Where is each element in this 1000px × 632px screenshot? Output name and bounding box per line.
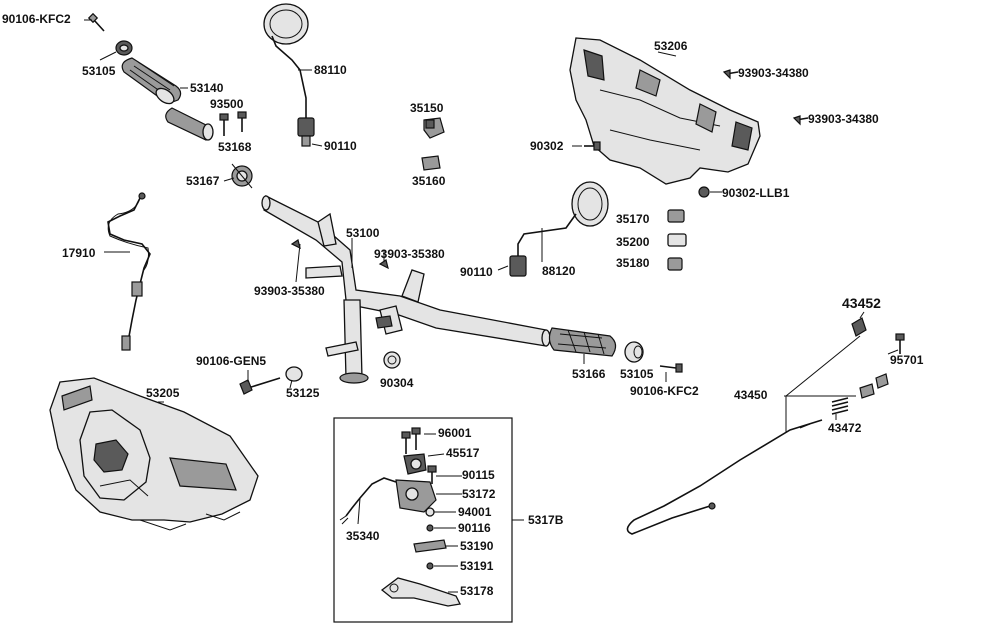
cable-43450 [626,335,861,535]
label-53178: 53178 [460,584,494,598]
part-35180 [667,257,683,271]
brake-lever-53178 [380,577,461,607]
screw-95701 [895,333,905,354]
label-88120: 88120 [542,264,576,278]
label-35170: 35170 [616,212,650,226]
switch-35150 [423,117,445,139]
label-35160: 35160 [412,174,446,188]
nut-90304 [383,351,401,369]
switch-35160 [421,155,441,171]
grip-53166 [548,327,617,357]
throttle-housing-53167 [231,163,253,189]
part-90116 [426,524,434,532]
throttle-cable-17910 [107,192,151,351]
label-95701: 95701 [890,353,924,367]
label-53172: 53172 [462,487,496,501]
switch-wire-35340 [339,477,397,525]
label-53167: 53167 [186,174,220,188]
bolt-90106-gen5 [239,377,281,395]
label-53105-bottom: 53105 [620,367,654,381]
label-88110: 88110 [314,63,347,77]
label-90302-llb1: 90302-LLB1 [722,186,790,200]
mirror-88110 [263,3,315,147]
label-53191: 53191 [460,559,494,573]
nut-94001 [425,507,435,517]
bolt-90106-kfc2-bottom [659,363,683,373]
mirror-88120 [509,181,609,277]
label-43452: 43452 [842,295,881,311]
label-43472: 43472 [828,421,862,435]
label-43450: 43450 [734,388,768,402]
label-93500: 93500 [210,97,244,111]
throttle-tube [165,107,214,141]
label-90304: 90304 [380,376,414,390]
spring-43472 [831,397,849,415]
label-94001: 94001 [458,505,492,519]
label-90106-gen5: 90106-GEN5 [196,354,267,368]
part-53191 [426,562,434,570]
label-53105-top: 53105 [82,64,116,78]
label-93903-35380-a: 93903-35380 [374,247,445,261]
bolts-96001 [401,427,421,454]
label-53205: 53205 [146,386,180,400]
label-35150: 35150 [410,101,444,115]
label-93903-34380-a: 93903-34380 [738,66,809,80]
label-53166: 53166 [572,367,606,381]
master-cylinder-53172 [395,479,437,513]
label-90106-kfc2-bottom: 90106-KFC2 [630,384,699,398]
label-96001: 96001 [438,426,472,440]
label-35180: 35180 [616,256,650,270]
label-90116: 90116 [458,521,491,535]
screws-93500 [219,111,247,136]
part-35170 [667,209,685,223]
part-53190 [413,539,447,553]
label-93903-35380-b: 93903-35380 [254,284,325,298]
grip-53140 [121,57,182,105]
label-53206: 53206 [654,39,688,53]
label-53125: 53125 [286,386,320,400]
clamp-45517 [403,453,427,475]
bar-end-53105-top [115,40,133,56]
headlight-cover-53205 [49,377,259,531]
handlebar-53100 [261,195,551,384]
bar-end-53105-bottom [624,341,644,363]
label-90110-mid: 90110 [460,265,493,279]
label-35340: 35340 [346,529,380,543]
label-17910: 17910 [62,246,96,260]
handlebar-cover-53206 [569,37,761,185]
bolt-90106-kfc2-top [87,12,105,32]
label-35200: 35200 [616,235,650,249]
bracket-43452 [851,311,867,337]
spacer-53125 [285,366,303,382]
label-90115: 90115 [462,468,495,482]
part-35200 [667,233,687,247]
label-53190: 53190 [460,539,494,553]
label-90302: 90302 [530,139,564,153]
label-93903-34380-b: 93903-34380 [808,112,879,126]
label-53168: 53168 [218,140,252,154]
label-53140: 53140 [190,81,224,95]
label-90110-top: 90110 [324,139,357,153]
label-5317b: 5317B [528,513,564,527]
label-90106-kfc2-top: 90106-KFC2 [2,12,71,26]
label-45517: 45517 [446,446,480,460]
label-53100: 53100 [346,226,380,240]
